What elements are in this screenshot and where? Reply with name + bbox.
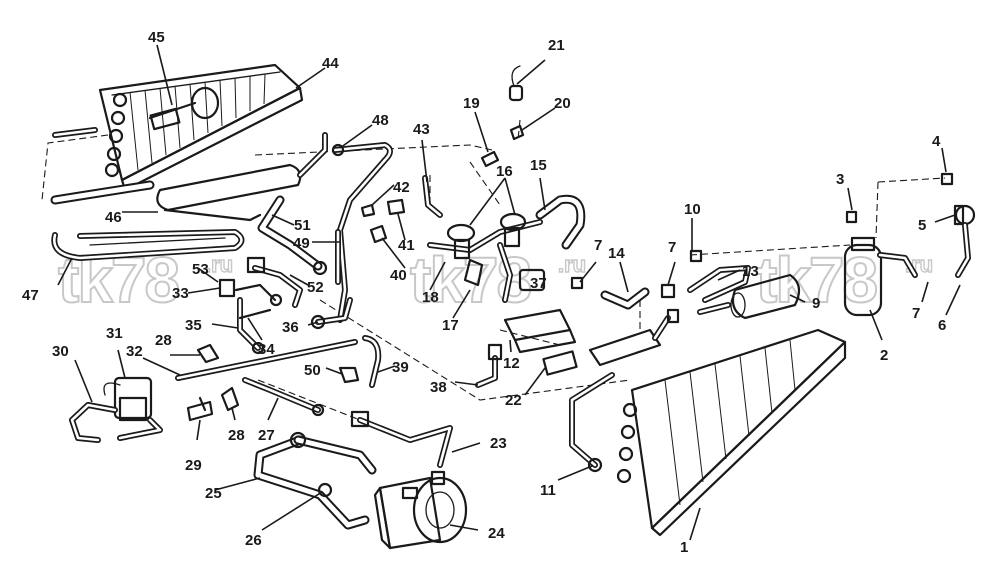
- callout-7-right: 7: [912, 305, 920, 322]
- compressor-hose-assembly: [350, 410, 453, 468]
- callout-1: 1: [680, 539, 688, 556]
- callout-19: 19: [463, 95, 480, 112]
- receiver-drier: [843, 236, 918, 317]
- fitting-cluster: [218, 256, 303, 308]
- callout-15: 15: [530, 157, 547, 174]
- callout-38: 38: [430, 379, 447, 396]
- callout-4: 4: [932, 133, 941, 150]
- callout-25: 25: [205, 485, 222, 502]
- discharge-tube: [242, 377, 325, 417]
- union-fitting: [310, 297, 353, 330]
- callout-43: 43: [413, 121, 430, 138]
- callout-41: 41: [398, 237, 415, 254]
- callout-24: 24: [488, 525, 505, 542]
- callout-45: 45: [148, 29, 165, 46]
- watermark-suffix-1: .ru: [205, 252, 233, 277]
- tee-fitting: [237, 297, 272, 355]
- callout-53: 53: [192, 261, 209, 278]
- discharge-muffler: [542, 315, 671, 376]
- liquid-line-tube: [175, 339, 358, 381]
- callout-47: 47: [22, 287, 39, 304]
- callout-30: 30: [52, 343, 69, 360]
- callout-12: 12: [503, 355, 520, 372]
- expansion-valve: [148, 86, 220, 131]
- compressor-suction-hoses: [253, 431, 377, 530]
- callout-29: 29: [185, 457, 202, 474]
- drain-hose: [257, 195, 328, 276]
- callout-21: 21: [548, 37, 565, 54]
- callout-23: 23: [490, 435, 507, 452]
- callout-34: 34: [258, 341, 275, 358]
- short-hose: [570, 276, 650, 310]
- service-valve: [953, 204, 976, 278]
- return-lines: [338, 335, 503, 388]
- callout-3: 3: [836, 171, 844, 188]
- callout-51: 51: [294, 217, 311, 234]
- callout-16: 16: [496, 163, 513, 180]
- elbow-fittings: [196, 343, 240, 412]
- watermark: tk78 .ru tk78 .ru tk78 .ru: [57, 243, 934, 317]
- callout-5: 5: [918, 217, 926, 234]
- part-callouts: 1 2 3 4 5 6 7 7 7 9 10 11 12 13 14 15 16…: [22, 29, 946, 556]
- callout-37: 37: [530, 275, 547, 292]
- pressure-fitting: [689, 249, 703, 263]
- callout-13: 13: [742, 263, 759, 280]
- suction-service-valves: [427, 194, 586, 303]
- callout-50: 50: [304, 362, 321, 379]
- callout-20: 20: [554, 95, 571, 112]
- callout-11: 11: [540, 482, 556, 499]
- callout-44: 44: [322, 55, 339, 72]
- callout-9: 9: [812, 295, 820, 312]
- pressure-switch-fittings: [480, 65, 525, 168]
- heater-tube: [331, 142, 393, 323]
- callout-7-center: 7: [594, 237, 602, 254]
- callout-27: 27: [258, 427, 275, 444]
- tee-connector: [186, 396, 214, 422]
- watermark-text-2: tk78: [410, 244, 531, 316]
- condenser: [616, 328, 847, 537]
- callout-35: 35: [185, 317, 202, 334]
- watermark-suffix-2: .ru: [558, 252, 586, 277]
- callout-17: 17: [442, 317, 459, 334]
- mounting-bracket: [503, 308, 577, 354]
- evaporator-core: [52, 63, 304, 192]
- callout-7-mid: 7: [668, 239, 676, 256]
- callout-26: 26: [245, 532, 262, 549]
- callout-2: 2: [880, 347, 888, 364]
- callout-48: 48: [372, 112, 389, 129]
- leader-lines: [57, 44, 961, 541]
- pressure-switch-valve: [69, 376, 163, 443]
- service-caps: [845, 172, 954, 224]
- compressor: [373, 470, 468, 550]
- callout-32: 32: [126, 343, 143, 360]
- callout-22: 22: [505, 392, 522, 409]
- suction-line-muffler: [50, 132, 328, 222]
- condenser-inlet-tube: [569, 372, 615, 473]
- callout-10: 10: [684, 201, 701, 218]
- callout-18: 18: [422, 289, 439, 306]
- callout-40: 40: [390, 267, 407, 284]
- callout-28-lower: 28: [228, 427, 245, 444]
- receiver-drier-filter: [697, 273, 801, 320]
- callout-39: 39: [392, 359, 409, 376]
- callout-42: 42: [393, 179, 410, 196]
- callout-28-upper: 28: [155, 332, 172, 349]
- callout-31: 31: [106, 325, 123, 342]
- union-tee: [518, 268, 546, 292]
- callout-6: 6: [938, 317, 946, 334]
- seal-gasket: [51, 229, 245, 261]
- callout-36: 36: [282, 319, 299, 336]
- callout-46: 46: [105, 209, 122, 226]
- callout-52: 52: [307, 279, 324, 296]
- small-fittings: [360, 175, 443, 244]
- callout-49: 49: [293, 235, 310, 252]
- callout-14: 14: [608, 245, 625, 262]
- callout-33: 33: [172, 285, 189, 302]
- liquid-line: [687, 265, 751, 303]
